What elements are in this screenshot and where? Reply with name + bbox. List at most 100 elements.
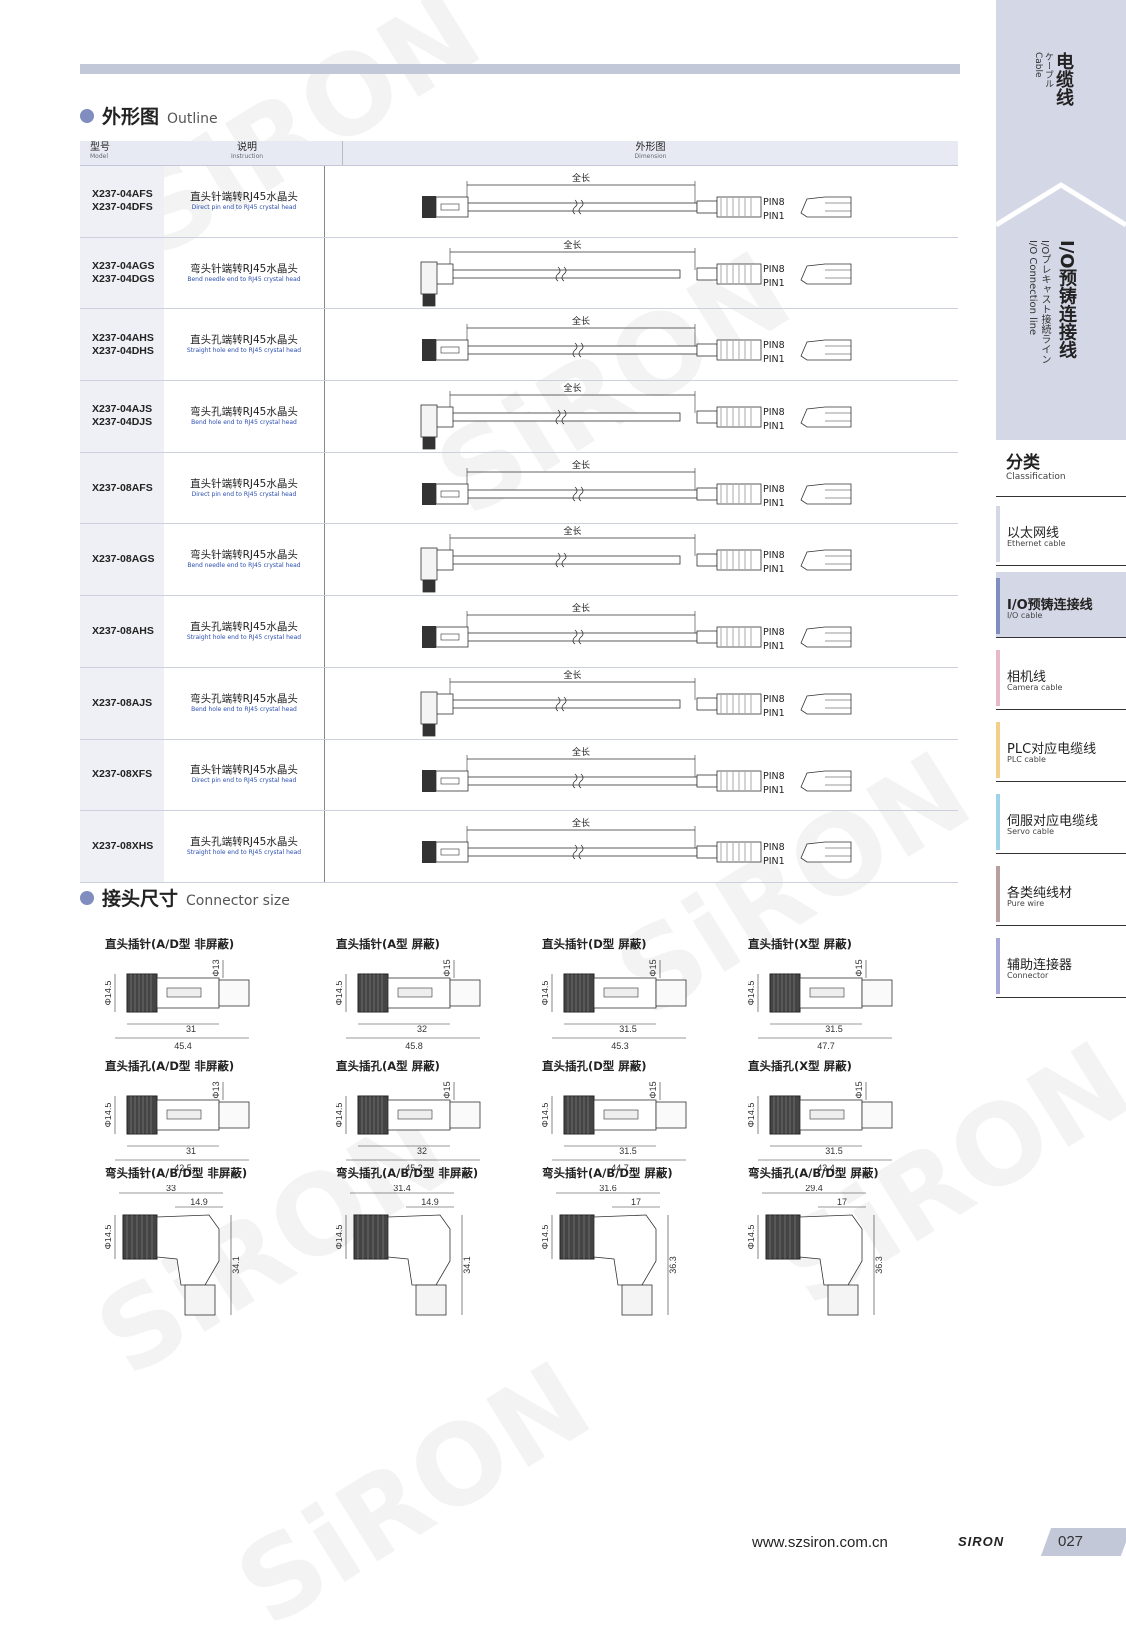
connector-label: 弯头插针(A/B/D型 屏蔽) [542, 1166, 673, 1180]
pin8-label: PIN8 [763, 197, 785, 208]
dimension-label: 31.5 [619, 1146, 637, 1156]
model-cell: X237-08AFS [80, 452, 164, 524]
dimension-label: Φ15 [442, 1081, 452, 1098]
rj45-plug [696, 196, 762, 218]
dimension-label: Φ15 [648, 1081, 658, 1098]
dimension-label: 36.3 [668, 1256, 678, 1274]
dimension-label: 43.4 [817, 1163, 835, 1173]
dimension-label: 14.9 [421, 1197, 439, 1207]
pin1-label: PIN1 [763, 354, 785, 365]
m12-connector [422, 196, 469, 218]
connector-label: 弯头插针(A/B/D型 非屏蔽) [105, 1166, 248, 1180]
rj45-side-view [800, 550, 852, 571]
dimension-label: 47.7 [817, 1041, 835, 1051]
nav-label: 辅助连接器 [1007, 958, 1073, 973]
rj45-side-view [800, 770, 852, 791]
nav-label: 各类纯线材 [1007, 886, 1073, 901]
dimension-label: 14.9 [190, 1197, 208, 1207]
pin8-label: PIN8 [763, 694, 785, 705]
dimension-label: 17 [837, 1197, 847, 1207]
dimension-label: Φ15 [854, 959, 864, 976]
classification-heading: 分类 Classification [1006, 453, 1066, 482]
rj45-plug [696, 693, 762, 715]
connector-label: 直头插孔(A型 屏蔽) [336, 1059, 440, 1073]
dimension-label: 31.5 [825, 1146, 843, 1156]
pin8-label: PIN8 [763, 842, 785, 853]
nav-color-bar [996, 866, 1000, 922]
dimension-label: 32 [417, 1024, 427, 1034]
pin8-label: PIN8 [763, 407, 785, 418]
connector-label: 弯头插孔(A/B/D型 屏蔽) [748, 1166, 879, 1180]
dimension-label: 33 [166, 1185, 176, 1193]
rj45-plug [696, 339, 762, 361]
model-cell: X237-08AHS [80, 596, 164, 667]
dimension-label: Φ14.5 [336, 1103, 344, 1128]
dimension-label: 29.4 [805, 1185, 823, 1193]
m12-connector [420, 691, 454, 737]
dimension-label: 45.2 [405, 1163, 423, 1173]
rj45-side-view [800, 483, 852, 505]
rj45-plug [696, 406, 762, 428]
watermark-logo: SiRON [216, 1337, 612, 1651]
nav-label: 相机线 [1007, 670, 1047, 685]
side-header-band [996, 0, 1126, 440]
rj45-plug [696, 841, 762, 863]
length-label: 全长 [563, 239, 581, 251]
rj45-side-view [800, 263, 852, 285]
rj45-plug [696, 770, 762, 791]
outline-title-en: Outline [167, 111, 218, 127]
m12-connector [422, 339, 469, 362]
model-cell: X237-08XHS [80, 811, 164, 882]
side-title-cable: 电缆线 [1053, 52, 1074, 106]
dimension-label: 31.5 [825, 1024, 843, 1034]
nav-label-en: Connector [1007, 971, 1049, 980]
dimension-label: Φ15 [442, 959, 452, 976]
dimension-label: Φ14.5 [748, 981, 756, 1006]
connector-label: 直头插针(A型 屏蔽) [336, 937, 440, 951]
divider [996, 496, 1126, 497]
nav-color-bar [996, 650, 1000, 706]
connector-label: 直头插针(A/D型 非屏蔽) [105, 937, 235, 951]
nav-label-en: Servo cable [1007, 827, 1054, 836]
nav-label: PLC对应电缆线 [1007, 742, 1097, 757]
connector-label: 弯头插孔(A/B/D型 非屏蔽) [336, 1166, 479, 1180]
bullet-icon [80, 890, 94, 905]
footer-url[interactable]: www.szsiron.com.cn [752, 1534, 888, 1551]
connector-heading: 接头尺寸 Connector size [80, 884, 290, 911]
dimension-label: 34.1 [462, 1256, 472, 1274]
rj45-side-view [800, 626, 852, 648]
rj45-plug [696, 550, 762, 571]
nav-label-en: PLC cable [1007, 755, 1046, 764]
nav-color-bar [996, 578, 1000, 634]
pin1-label: PIN1 [763, 564, 785, 575]
m12-connector [420, 548, 454, 593]
dimension-label: 34.1 [231, 1256, 241, 1274]
nav-color-bar [996, 794, 1000, 850]
length-label: 全长 [563, 382, 581, 394]
dimension-label: Φ15 [648, 959, 658, 976]
